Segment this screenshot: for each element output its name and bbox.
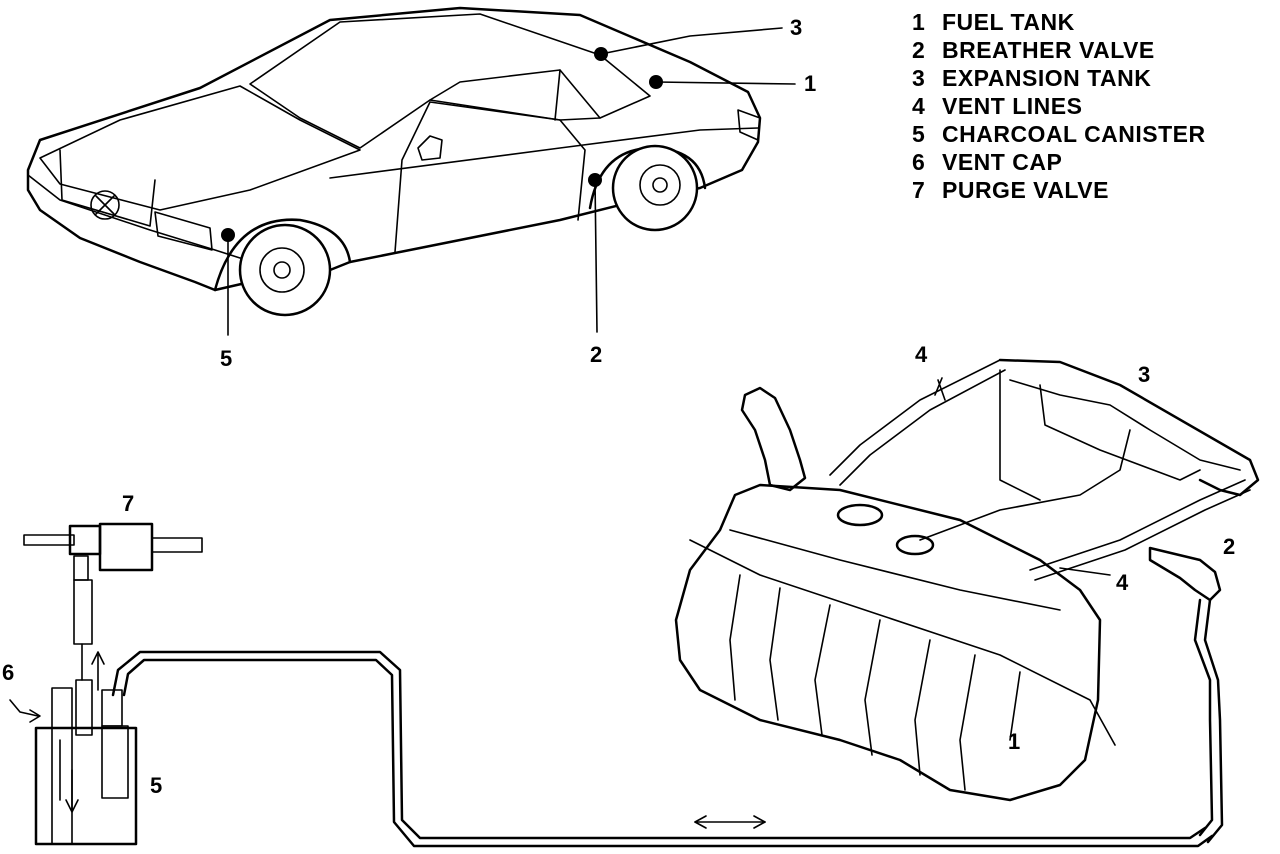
expansion-tank-illustration bbox=[829, 358, 1260, 581]
legend-number: 2 bbox=[912, 37, 926, 63]
legend-item-vent-cap: 6 VENT CAP bbox=[912, 148, 1206, 176]
legend-label: BREATHER VALVE bbox=[942, 37, 1155, 63]
legend-number: 7 bbox=[912, 177, 926, 203]
legend-number: 4 bbox=[912, 93, 926, 119]
legend: 1 FUEL TANK 2 BREATHER VALVE 3 EXPANSION TA… bbox=[912, 8, 1206, 204]
purge-line bbox=[111, 650, 1214, 848]
legend-label: VENT LINES bbox=[942, 93, 1083, 119]
callout-fuel-tank: 1 bbox=[1008, 729, 1021, 754]
breather-valve-illustration bbox=[1148, 546, 1224, 844]
callout-expansion-tank: 3 bbox=[1138, 362, 1151, 387]
legend-label: CHARCOAL CANISTER bbox=[942, 121, 1206, 147]
legend-number: 1 bbox=[912, 9, 926, 35]
callout-car-breather-valve: 2 bbox=[590, 342, 603, 367]
legend-number: 3 bbox=[912, 65, 926, 91]
legend-number: 6 bbox=[912, 149, 926, 175]
callout-breather-valve: 2 bbox=[1223, 534, 1236, 559]
fuel-tank-illustration bbox=[674, 386, 1116, 802]
callout-purge-valve: 7 bbox=[122, 491, 135, 516]
legend-label: FUEL TANK bbox=[942, 9, 1075, 35]
charcoal-canister-illustration bbox=[9, 522, 203, 846]
legend-item-charcoal-canister: 5 CHARCOAL CANISTER bbox=[912, 120, 1206, 148]
callout-car-canister: 5 bbox=[220, 346, 233, 371]
car-illustration bbox=[26, 6, 796, 336]
callout-vent-lines-top: 4 bbox=[915, 342, 928, 367]
legend-item-expansion-tank: 3 EXPANSION TANK bbox=[912, 64, 1206, 92]
legend-label: PURGE VALVE bbox=[942, 177, 1109, 203]
callout-car-expansion-tank: 3 bbox=[790, 15, 803, 40]
legend-item-breather-valve: 2 BREATHER VALVE bbox=[912, 36, 1206, 64]
callout-vent-lines-bottom: 4 bbox=[1116, 570, 1129, 595]
legend-item-fuel-tank: 1 FUEL TANK bbox=[912, 8, 1206, 36]
callout-canister: 5 bbox=[150, 773, 163, 798]
callout-car-fuel-tank: 1 bbox=[804, 71, 817, 96]
legend-item-vent-lines: 4 VENT LINES bbox=[912, 92, 1206, 120]
legend-number: 5 bbox=[912, 121, 926, 147]
callout-vent-cap: 6 bbox=[2, 660, 15, 685]
legend-item-purge-valve: 7 PURGE VALVE bbox=[912, 176, 1206, 204]
legend-label: EXPANSION TANK bbox=[942, 65, 1152, 91]
legend-label: VENT CAP bbox=[942, 149, 1063, 175]
